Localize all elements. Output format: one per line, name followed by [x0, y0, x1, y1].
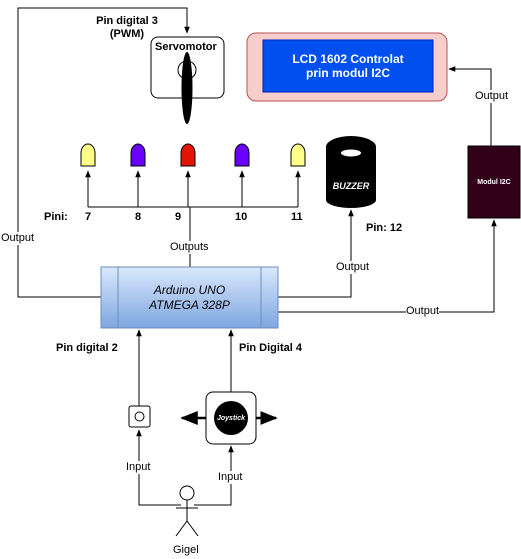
i2c-module-box	[467, 145, 521, 219]
buzzer-label: BUZZER	[332, 181, 370, 191]
pin-8-label: 8	[135, 211, 142, 223]
user-label: Gigel	[173, 544, 199, 556]
pin3-label-line2: (PWM)	[109, 28, 145, 40]
buzzer-hole	[341, 149, 361, 157]
connector-lcd	[448, 66, 492, 146]
lcd-label-line1: LCD 1602 Controlat	[292, 52, 404, 66]
pin4-label: Pin Digital 4	[239, 342, 302, 354]
buzzer-top	[326, 136, 376, 158]
connector-i2c	[278, 219, 497, 313]
user-icon	[175, 485, 199, 537]
pin-10-label: 10	[235, 211, 248, 223]
lcd-label: LCD 1602 Controlat prin modul I2C	[263, 40, 433, 92]
input-button-label: Input	[126, 461, 151, 474]
input-joystick-label: Input	[218, 471, 243, 484]
output-lcd-label: Output	[475, 90, 509, 103]
i2c-module-label: Modul I2C	[477, 178, 511, 186]
output-left-label: Output	[1, 232, 35, 245]
led-11	[290, 143, 306, 167]
joystick-label: Joystick	[216, 414, 246, 422]
output-buzzer-label: Output	[336, 261, 370, 274]
servo-horn	[181, 52, 193, 124]
connector-servo	[17, 7, 190, 298]
outputs-label: Outputs	[170, 241, 209, 254]
connector-user-button	[136, 429, 181, 506]
servomotor-label: Servomotor	[155, 41, 217, 53]
pin12-label: Pin: 12	[366, 222, 403, 234]
output-i2c-label: Output	[406, 305, 440, 318]
push-button-cap	[134, 411, 145, 422]
pin2-label: Pin digital 2	[56, 342, 118, 354]
connector-buzzer	[278, 209, 354, 298]
lcd-screen	[262, 39, 434, 93]
led-8	[130, 143, 146, 167]
pin-11-label: 11	[291, 211, 303, 223]
lcd-label-line2: prin modul I2C	[306, 66, 390, 80]
pin3-label: Pin digital 3 (PWM)	[79, 15, 175, 41]
pin-7-label: 7	[85, 211, 92, 223]
buzzer-body	[326, 148, 376, 208]
led-9	[180, 143, 196, 167]
led-10	[234, 143, 250, 167]
pin-9-label: 9	[175, 211, 182, 223]
arduino-box	[100, 266, 279, 329]
arduino-label-line1: Arduino UNO	[153, 282, 226, 297]
connector-user-joystick	[194, 445, 234, 506]
arduino-label: Arduino UNO ATMEGA 328P	[118, 267, 261, 328]
arduino-label-line2: ATMEGA 328P	[149, 297, 230, 312]
pins-label: Pini:	[44, 211, 68, 223]
led-7	[80, 143, 96, 167]
joystick-knob	[214, 401, 248, 435]
pin3-label-line1: Pin digital 3	[96, 15, 158, 27]
